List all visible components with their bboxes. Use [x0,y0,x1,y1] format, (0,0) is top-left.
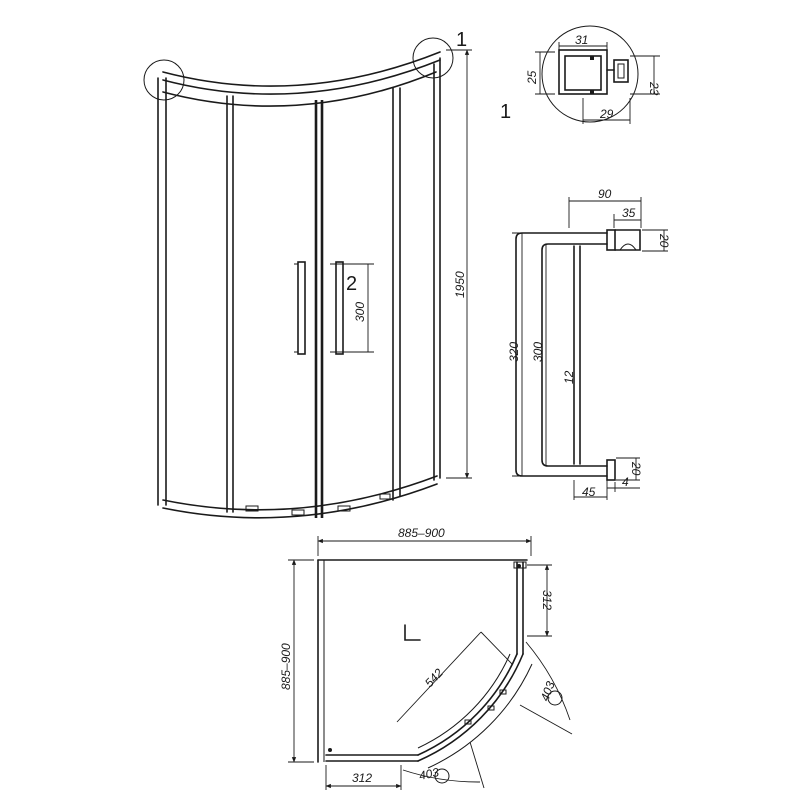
handle-base-thick-dim: 4 [622,475,629,489]
profile-right-height-dim: 23 [647,81,661,96]
handle-width-top-dim: 35 [622,206,636,220]
plan-arc-right-dim: 403 [538,679,558,703]
handle-grip-height-dim: 300 [531,342,545,362]
plan-bottom-fixed-dim: 312 [352,771,372,785]
detail-1-callout: 1 [456,29,467,51]
profile-left-height-dim: 25 [525,70,539,85]
handle-width-total-dim: 90 [598,187,612,201]
profile-top-width-dim: 31 [575,33,588,47]
handle-overall-height-dim: 320 [507,342,521,362]
plan-right-fixed-dim: 312 [540,590,554,610]
handle-callout: 2 [346,273,357,295]
front-view: 1 2 300 1950 [143,29,472,519]
height-dim: 1950 [453,271,467,298]
handle-detail: 90 35 20 320 300 12 20 45 4 [507,187,671,500]
handle-boss-top-dim: 20 [657,233,671,248]
detail-1-ref-label: 1 [500,101,511,123]
plan-view: L 885–900 885–900 312 312 542 403 403 [279,526,573,790]
plan-depth-dim: 885–900 [279,643,293,690]
profile-detail: 1 31 25 23 29 [500,25,661,124]
handle-bar-dia-dim: 12 [562,370,576,384]
plan-arc-bottom-dim: 403 [418,765,441,783]
handle-base-width-dim: 45 [582,485,596,499]
plan-door-radius-dim: 542 [422,666,446,690]
detail-1-circle-right [412,37,454,79]
handle-length-dim: 300 [353,302,367,322]
plan-width-dim: 885–900 [398,526,445,540]
detail-1-circle-left [143,59,185,101]
handle-boss-bottom-dim: 20 [629,461,643,476]
profile-bottom-width-dim: 29 [599,107,614,121]
